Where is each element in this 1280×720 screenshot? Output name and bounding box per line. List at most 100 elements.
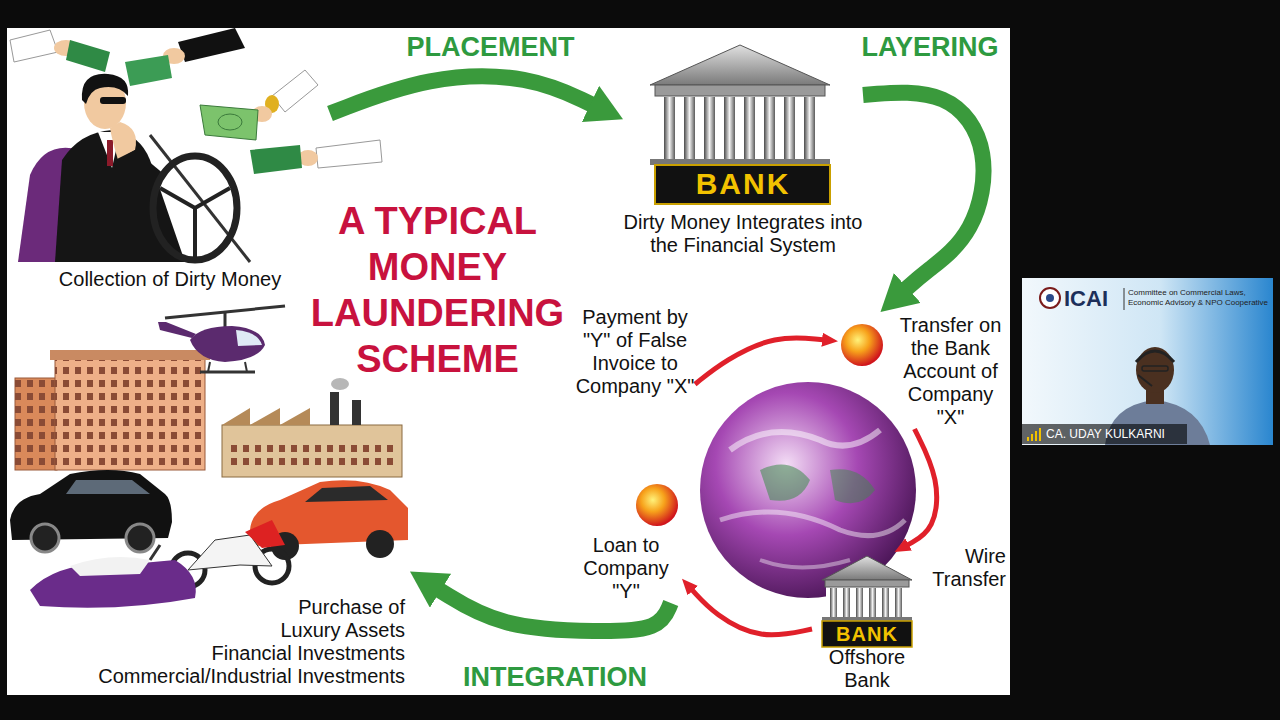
collector-figure (10, 30, 58, 62)
step-caption: Payment by "Y" of False Invoice to Compa… (575, 306, 695, 398)
bank-illustration (784, 97, 795, 160)
collector-figure (316, 140, 382, 168)
step-orb (636, 484, 678, 526)
globe (830, 469, 875, 503)
assets-illustration (245, 362, 247, 372)
globe (730, 430, 880, 450)
assets-illustration (126, 524, 154, 552)
step-orb (841, 324, 883, 366)
offshore-bank-illustration (869, 588, 876, 618)
bank-illustration (804, 97, 815, 160)
assets-illustration (55, 358, 205, 470)
collector-figure (200, 105, 258, 140)
asset-caption: Commercial/Industrial Investments (10, 665, 405, 688)
flow-arrow (695, 338, 823, 384)
offshore-bank-illustration (856, 588, 863, 618)
step-caption: Collection of Dirty Money (10, 268, 330, 291)
slide-ground (7, 28, 1010, 695)
collector-figure (160, 188, 195, 208)
assets-illustration (50, 350, 210, 360)
stage-label: PLACEMENT (398, 32, 583, 62)
stage-label: INTEGRATION (455, 662, 655, 692)
collector-figure (195, 188, 230, 208)
offshore-bank-illustration (882, 588, 889, 618)
offshore-bank-illustration (822, 556, 912, 580)
globe (760, 464, 810, 500)
offshore-bank-illustration (843, 588, 850, 618)
presenter-tile (1142, 366, 1168, 371)
bank-node: BANK Dirty Money Integrates into the Fina… (623, 35, 863, 257)
collector-figure (153, 156, 237, 260)
offshore-bank-illustration (826, 578, 908, 620)
offshore-bank-illustration (895, 588, 902, 618)
assets-illustration (236, 330, 262, 346)
globe (700, 382, 916, 598)
collector-figure (100, 97, 126, 104)
assets-illustration (158, 322, 196, 338)
step-caption: Loan to Company "Y" (570, 534, 682, 603)
collector-figure (193, 208, 197, 258)
presenter-tile (1031, 434, 1033, 441)
offshore-bank-node: BANKOffshore Bank (812, 552, 922, 692)
bank-illustration (724, 97, 735, 160)
assets-illustration (55, 358, 205, 470)
presenter-tile (1124, 288, 1125, 310)
globe (720, 512, 905, 536)
asset-caption: Financial Investments (10, 642, 405, 665)
assets-illustration (150, 545, 160, 560)
committee-name: Committee on Commercial Laws, Economic A… (1128, 288, 1273, 308)
assets-illustration (10, 306, 408, 608)
assets-illustration (31, 524, 59, 552)
collector-figure (10, 28, 382, 262)
assets-illustration (208, 362, 210, 372)
bank-illustration (684, 97, 695, 160)
presenter-name: CA. UDAY KULKARNI (1046, 426, 1186, 442)
stage-arrow (863, 93, 984, 290)
logo-text: ICAI (1064, 287, 1124, 311)
step-caption: Dirty Money Integrates into the Financia… (623, 211, 863, 257)
collector-figure (107, 140, 113, 166)
assets-illustration (352, 400, 361, 425)
transfer-step: Transfer on the Bank Account of Company … (838, 312, 1008, 429)
loan-step: Loan to Company "Y" (570, 482, 682, 603)
bank-sign: BANK (812, 622, 922, 646)
collector-figure (66, 40, 110, 72)
diagram-title: A TYPICAL MONEY LAUNDERING SCHEME (305, 198, 570, 382)
assets-illustration (330, 392, 339, 425)
bank-illustration (744, 97, 755, 160)
globe (700, 382, 916, 598)
collector-figure (218, 114, 242, 130)
presenter-tile (1138, 375, 1152, 386)
presenter-tile (1022, 278, 1273, 445)
presenter-tile (1046, 294, 1054, 302)
bank-sign: BANK (623, 165, 863, 203)
assets-illustration (230, 440, 395, 466)
bank-illustration (764, 97, 775, 160)
assets-illustration (305, 486, 388, 502)
flow-label: Wire Transfer (928, 545, 1008, 591)
stage-label: LAYERING (855, 32, 1005, 62)
stage-arrow (330, 76, 592, 113)
collector-figure (150, 135, 250, 262)
presenter-tile (1136, 351, 1174, 362)
bank-illustration (704, 97, 715, 160)
assets-illustration (15, 378, 57, 470)
assets-illustration (190, 326, 265, 362)
offshore-bank-illustration (825, 580, 909, 587)
bank-illustration (650, 45, 830, 85)
presenter-tile (1022, 424, 1187, 444)
collector-figure (272, 70, 318, 112)
collection-step: Collection of Dirty Money (10, 30, 330, 291)
presenter-tile (1040, 288, 1060, 308)
collector-figure (82, 74, 128, 104)
bank-illustration (655, 85, 825, 96)
presenter-tile (1039, 428, 1041, 441)
assets-illustration (222, 408, 310, 425)
presenter-tile (1035, 431, 1037, 441)
assets-illustration (222, 425, 402, 477)
payment-step: Payment by "Y" of False Invoice to Compa… (575, 306, 695, 398)
assets-illustration (70, 557, 150, 576)
presenter-tile (1136, 347, 1174, 393)
flow-arrow (692, 590, 812, 635)
